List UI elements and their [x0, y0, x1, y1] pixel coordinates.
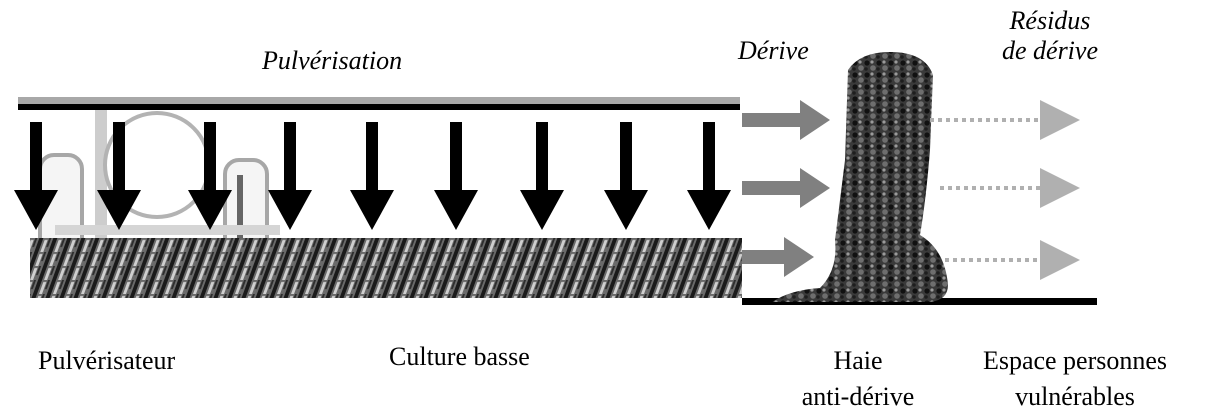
spray-arrow [350, 122, 394, 230]
spraying-label: Pulvérisation [262, 46, 403, 75]
crop-band [30, 238, 742, 298]
spray-arrow [188, 122, 232, 230]
spray-arrow [604, 122, 648, 230]
hedge [772, 52, 948, 302]
drift-arrow [742, 237, 814, 277]
spray-arrow [14, 122, 58, 230]
spray-arrow [434, 122, 478, 230]
spray-arrow [268, 122, 312, 230]
hedge-label-line2: anti-dérive [801, 382, 915, 411]
hedge-label-line1: Haie [833, 346, 883, 375]
drift-label: Dérive [738, 36, 809, 65]
spray-arrow [520, 122, 564, 230]
spray-arrow [97, 122, 141, 230]
low-crop-label: Culture basse [389, 342, 530, 371]
drift-residue-label-line1: Résidus [1009, 6, 1091, 35]
sprayer-boom [18, 97, 740, 105]
drift-residue-label: Résidus de dérive [960, 6, 1140, 66]
vulnerable-area-label-line2: vulnérables [1015, 382, 1135, 411]
vulnerable-area-label: Espace personnes vulnérables [950, 346, 1200, 412]
drift-arrow [742, 168, 830, 208]
hedge-label: Haie anti-dérive [778, 346, 938, 412]
sprayer-label: Pulvérisateur [38, 346, 176, 375]
drift-arrow [742, 100, 830, 140]
drift-arrows [742, 100, 830, 277]
drift-residue-label-line2: de dérive [1001, 36, 1098, 65]
sprayer-boom-line [18, 104, 740, 110]
spray-arrow [687, 122, 731, 230]
residue-arrows [930, 100, 1080, 280]
spray-arrows [14, 122, 731, 230]
vulnerable-area-label-line1: Espace personnes [982, 346, 1168, 375]
